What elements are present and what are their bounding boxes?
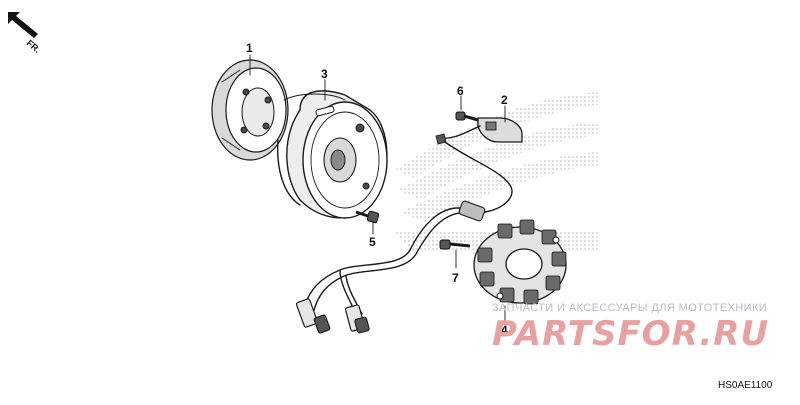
watermark-tagline: ЗАПЧАСТИ И АКСЕССУАРЫ ДЛЯ МОТОТЕХНИКИ	[492, 302, 768, 314]
part-5-bolt	[355, 210, 380, 224]
reference-code: HS0AE1100	[718, 380, 773, 391]
callout-7: 7	[452, 271, 459, 285]
callout-4: 4	[501, 323, 508, 337]
part-7-bolt	[439, 239, 471, 250]
wiring-harness	[295, 141, 513, 334]
part-2-pulse-sensor	[435, 117, 523, 145]
watermark-logo: PARTSFOR.RU	[492, 314, 770, 354]
front-direction-label: FR.	[25, 38, 43, 55]
callout-3: 3	[321, 67, 328, 81]
leader-lines	[249, 54, 506, 323]
callout-2: 2	[501, 93, 508, 107]
callout-5: 5	[369, 235, 376, 249]
part-4-stator	[473, 219, 567, 305]
front-direction-arrow: FR.	[8, 12, 42, 55]
callout-labels: 1 2 3 4 5 6 7	[246, 41, 508, 337]
part-6-bolt	[455, 111, 479, 122]
callout-1: 1	[246, 41, 253, 55]
part-3-flywheel-rotor	[277, 90, 388, 219]
part-1-flywheel-ring	[211, 59, 289, 161]
callout-6: 6	[457, 84, 464, 98]
